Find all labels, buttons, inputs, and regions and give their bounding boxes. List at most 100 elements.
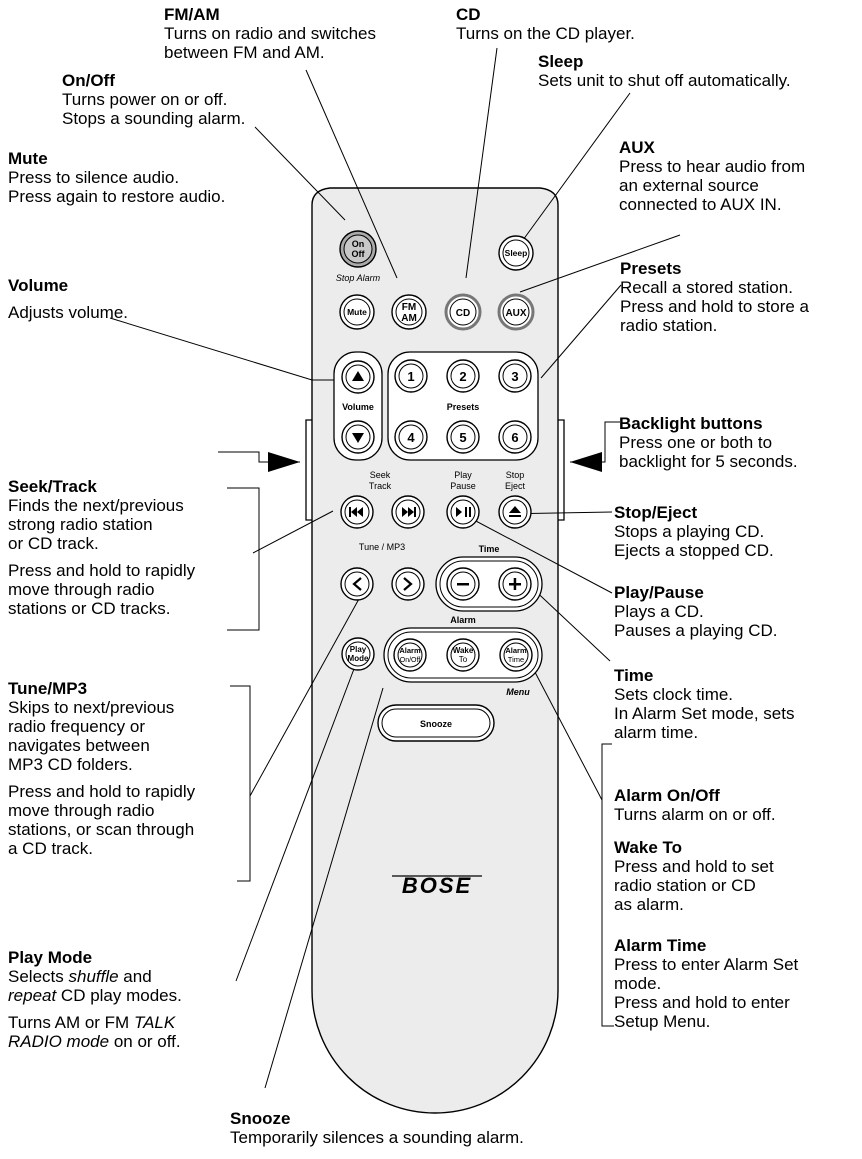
on-off-button[interactable]: On Off bbox=[339, 230, 377, 268]
seek-back-button[interactable] bbox=[340, 495, 374, 529]
callout-title: Alarm On/Off bbox=[614, 786, 720, 805]
callout-aux: AUX Press to hear audio from an external… bbox=[619, 138, 805, 214]
callout-snooze: Snooze Temporarily silences a sounding a… bbox=[230, 1109, 524, 1147]
text-run: Selects bbox=[8, 967, 69, 986]
callout-line: MP3 CD folders. bbox=[8, 755, 133, 774]
seek-label-2: Track bbox=[369, 481, 392, 491]
chevron-right-icon bbox=[403, 577, 413, 591]
callout-line: Press and hold to rapidly bbox=[8, 782, 196, 801]
callout-title: Play/Pause bbox=[614, 583, 704, 602]
volume-down-button[interactable] bbox=[341, 420, 375, 454]
preset-number: 5 bbox=[459, 430, 466, 445]
callout-title: Sleep bbox=[538, 52, 584, 71]
aux-button[interactable]: AUX bbox=[497, 293, 535, 331]
play-pause-button[interactable] bbox=[446, 495, 480, 529]
callout-line: repeat CD play modes. bbox=[8, 986, 182, 1005]
callout-line: Press to enter Alarm Set bbox=[614, 955, 799, 974]
callout-title: Alarm Time bbox=[614, 936, 707, 955]
skip-back-icon bbox=[349, 507, 363, 517]
callout-title: CD bbox=[456, 5, 481, 24]
callout-play-mode: Play Mode Selects shuffle and repeat CD … bbox=[8, 948, 182, 1051]
callout-line: Turns alarm on or off. bbox=[614, 805, 776, 824]
callout-line: Press to hear audio from bbox=[619, 157, 806, 176]
fm-am-button[interactable]: FM AM bbox=[391, 294, 427, 330]
alarm-on-off-button[interactable]: Alarm On/Off bbox=[393, 638, 427, 672]
callout-wake-to: Wake To Press and hold to set radio stat… bbox=[614, 838, 774, 914]
on-off-label-2: Off bbox=[352, 249, 366, 259]
mute-button[interactable]: Mute bbox=[339, 294, 375, 330]
callout-title: Backlight buttons bbox=[619, 414, 763, 433]
text-run: and bbox=[118, 967, 152, 986]
tune-forward-button[interactable] bbox=[391, 567, 425, 601]
text-run: TALK bbox=[133, 1013, 176, 1032]
callout-line: as alarm. bbox=[614, 895, 684, 914]
play-mode-button[interactable]: Play Mode bbox=[341, 637, 375, 671]
callout-time: Time Sets clock time. In Alarm Set mode,… bbox=[614, 666, 794, 742]
preset-button-2[interactable]: 2 bbox=[446, 359, 480, 393]
stop-label-1: Stop bbox=[506, 470, 525, 480]
callout-line: Press one or both to bbox=[619, 433, 773, 452]
snooze-button[interactable]: Snooze bbox=[377, 704, 495, 742]
callout-title: Wake To bbox=[614, 838, 683, 857]
callout-line: Press and hold to rapidly bbox=[8, 561, 196, 580]
fm-label: FM bbox=[402, 302, 416, 313]
callout-title: Presets bbox=[620, 259, 682, 278]
callout-line: Press and hold to set bbox=[614, 857, 774, 876]
sleep-button[interactable]: Sleep bbox=[498, 235, 534, 271]
callout-line: Recall a stored station. bbox=[620, 278, 793, 297]
seek-forward-button[interactable] bbox=[391, 495, 425, 529]
callout-line: Sets unit to shut off automatically. bbox=[538, 71, 791, 90]
preset-button-6[interactable]: 6 bbox=[498, 420, 532, 454]
callout-line: radio station or CD bbox=[614, 876, 756, 895]
callout-line: move through radio bbox=[8, 580, 155, 599]
bose-logo: BOSE bbox=[402, 873, 472, 898]
stop-label-2: Eject bbox=[505, 481, 526, 491]
callout-title: FM/AM bbox=[164, 5, 220, 24]
callout-line: mode. bbox=[614, 974, 662, 993]
alarm-label: Alarm bbox=[450, 615, 476, 625]
preset-button-1[interactable]: 1 bbox=[394, 359, 428, 393]
text-run: repeat bbox=[8, 986, 57, 1005]
preset-button-4[interactable]: 4 bbox=[394, 420, 428, 454]
time-minus-button[interactable] bbox=[446, 567, 480, 601]
text-run: shuffle bbox=[68, 967, 119, 986]
callout-line: RADIO mode on or off. bbox=[8, 1032, 182, 1051]
callout-line: Selects shuffle and bbox=[8, 967, 182, 986]
mute-label: Mute bbox=[347, 307, 367, 317]
volume-label: Volume bbox=[342, 402, 374, 412]
callout-line: Ejects a stopped CD. bbox=[614, 541, 774, 560]
callout-line: Sets clock time. bbox=[614, 685, 734, 704]
text-run: Turns AM or FM bbox=[8, 1013, 134, 1032]
minus-icon bbox=[457, 583, 469, 586]
cd-button[interactable]: CD bbox=[444, 293, 482, 331]
callout-line: In Alarm Set mode, sets bbox=[614, 704, 795, 723]
alarm-onoff-label-1: Alarm bbox=[399, 646, 421, 655]
alarm-time-label-2: Time bbox=[508, 655, 524, 664]
callout-title: Stop/Eject bbox=[614, 503, 698, 522]
callout-alarm-on-off: Alarm On/Off Turns alarm on or off. bbox=[614, 786, 776, 824]
volume-up-button[interactable] bbox=[341, 360, 375, 394]
tune-back-button[interactable] bbox=[340, 567, 374, 601]
time-plus-button[interactable] bbox=[498, 567, 532, 601]
text-run: on or off. bbox=[109, 1032, 181, 1051]
preset-button-3[interactable]: 3 bbox=[498, 359, 532, 393]
skip-forward-icon bbox=[402, 507, 416, 517]
callout-line: strong radio station bbox=[8, 515, 153, 534]
tune-mp3-label: Tune / MP3 bbox=[359, 542, 405, 552]
wake-to-label-1: Wake bbox=[453, 646, 474, 655]
stop-alarm-label: Stop Alarm bbox=[336, 273, 381, 283]
on-off-label-1: On bbox=[352, 239, 365, 249]
am-label: AM bbox=[401, 313, 417, 324]
callout-line: Turns AM or FM TALK bbox=[8, 1013, 182, 1032]
callout-line: Finds the next/previous bbox=[8, 496, 184, 515]
stop-eject-button[interactable] bbox=[498, 495, 532, 529]
text-run: CD play modes. bbox=[56, 986, 182, 1005]
callout-line: Pauses a playing CD. bbox=[614, 621, 778, 640]
alarm-time-button[interactable]: Alarm Time bbox=[499, 638, 533, 672]
callout-fm-am: FM/AM Turns on radio and switches betwee… bbox=[164, 5, 376, 62]
wake-to-button[interactable]: Wake To bbox=[446, 638, 480, 672]
sleep-label: Sleep bbox=[505, 248, 528, 258]
callout-line: Turns on radio and switches bbox=[164, 24, 376, 43]
preset-button-5[interactable]: 5 bbox=[446, 420, 480, 454]
backlight-tab-right bbox=[558, 419, 565, 521]
